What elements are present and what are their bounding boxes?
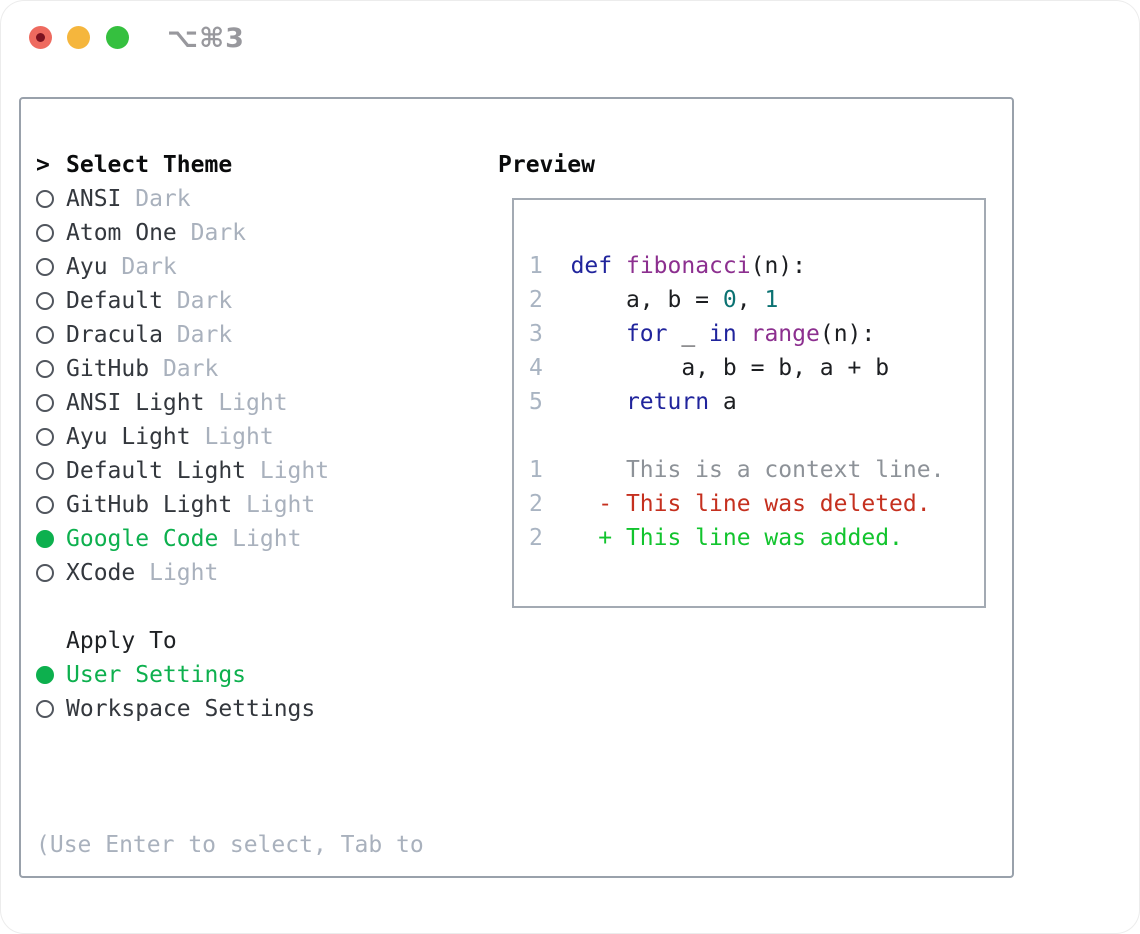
radio-icon: [36, 326, 54, 344]
radio-icon: [36, 292, 54, 310]
code-line: 1 This is a context line.: [529, 457, 945, 483]
apply-to-option[interactable]: User Settings: [36, 658, 496, 692]
record-dot-icon: [36, 33, 45, 42]
theme-option[interactable]: ANSI Light Light: [36, 386, 496, 420]
help-text: (Use Enter to select, Tab to change focu…: [36, 760, 496, 934]
help-line-1: (Use Enter to select, Tab to: [36, 832, 424, 858]
help-line-2: change focus): [36, 930, 496, 934]
line-number: 1: [529, 253, 543, 279]
line-number: 4: [529, 355, 543, 381]
theme-variant: Dark: [176, 220, 247, 246]
radio-icon: [36, 496, 54, 514]
radio-icon: [36, 360, 54, 378]
apply-to-header: Apply To: [36, 624, 496, 658]
theme-variant: Dark: [107, 254, 177, 280]
theme-variant: Dark: [162, 288, 233, 314]
apply-to-label: User Settings: [66, 662, 247, 688]
theme-name: Atom One: [66, 220, 177, 246]
radio-icon: [36, 462, 54, 480]
maximize-button[interactable]: [106, 26, 129, 49]
theme-name: Default Light: [66, 458, 247, 484]
code-line: 4 a, b = b, a + b: [529, 355, 890, 381]
theme-name: Default: [66, 288, 163, 314]
apply-to-label: Workspace Settings: [66, 696, 316, 722]
radio-icon: [36, 258, 54, 276]
spacer: [36, 590, 496, 624]
theme-name: ANSI: [66, 186, 122, 212]
line-number: 2: [529, 525, 543, 551]
code-line: 5 return a: [529, 389, 737, 415]
apply-to-title: Apply To: [66, 628, 177, 654]
radio-icon: [36, 224, 54, 242]
theme-option[interactable]: Atom One Dark: [36, 216, 496, 250]
theme-variant: Light: [218, 526, 302, 552]
theme-list-title: Select Theme: [66, 152, 233, 178]
radio-icon: [36, 190, 54, 208]
line-number: 3: [529, 321, 543, 347]
theme-name: XCode: [66, 560, 136, 586]
theme-option[interactable]: Default Light Light: [36, 454, 496, 488]
spacer: [36, 726, 496, 760]
radio-icon: [36, 564, 54, 582]
theme-variant: Light: [190, 424, 274, 450]
close-button[interactable]: [29, 26, 52, 49]
theme-option[interactable]: Ayu Light Light: [36, 420, 496, 454]
code-line: 2 a, b = 0, 1: [529, 287, 779, 313]
code-line: 2 - This line was deleted.: [529, 491, 931, 517]
radio-selected-icon: [36, 666, 54, 684]
theme-name: GitHub: [66, 356, 150, 382]
cursor-indicator: >: [36, 152, 50, 178]
theme-variant: Dark: [162, 322, 233, 348]
theme-option[interactable]: Dracula Dark: [36, 318, 496, 352]
code-line: 1 def fibonacci(n):: [529, 253, 806, 279]
line-number: 5: [529, 389, 543, 415]
apply-to-option[interactable]: Workspace Settings: [36, 692, 496, 726]
line-number: 2: [529, 491, 543, 517]
theme-name: ANSI Light: [66, 390, 205, 416]
radio-icon: [36, 394, 54, 412]
theme-name: Dracula: [66, 322, 163, 348]
radio-icon: [36, 428, 54, 446]
preview-box: 1 def fibonacci(n): 2 a, b = 0, 1 3 for _ …: [512, 198, 986, 608]
theme-name: GitHub Light: [66, 492, 233, 518]
window-title-shortcut: ⌥⌘3: [167, 23, 245, 54]
theme-variant: Dark: [121, 186, 191, 212]
theme-name: Ayu Light: [66, 424, 191, 450]
theme-variant: Dark: [149, 356, 219, 382]
minimize-button[interactable]: [67, 26, 90, 49]
theme-option[interactable]: GitHub Dark: [36, 352, 496, 386]
theme-option[interactable]: Google Code Light: [36, 522, 496, 556]
radio-selected-icon: [36, 530, 54, 548]
line-number: 2: [529, 287, 543, 313]
theme-option[interactable]: Ayu Dark: [36, 250, 496, 284]
theme-variant: Light: [246, 458, 330, 484]
theme-option[interactable]: XCode Light: [36, 556, 496, 590]
theme-option[interactable]: ANSI Dark: [36, 182, 496, 216]
code-line: 2 + This line was added.: [529, 525, 903, 551]
titlebar: ⌥⌘3: [0, 0, 1140, 76]
radio-icon: [36, 700, 54, 718]
code-preview: 1 def fibonacci(n): 2 a, b = 0, 1 3 for _ …: [529, 249, 984, 555]
code-line: [529, 419, 984, 453]
line-number: 1: [529, 457, 543, 483]
theme-option[interactable]: GitHub Light Light: [36, 488, 496, 522]
preview-title: Preview: [498, 152, 595, 178]
theme-name: Google Code: [66, 526, 219, 552]
theme-variant: Light: [232, 492, 316, 518]
code-line: 3 for _ in range(n):: [529, 321, 876, 347]
theme-list-header: > Select Theme: [36, 148, 496, 182]
theme-variant: Light: [204, 390, 288, 416]
theme-name: Ayu: [66, 254, 108, 280]
theme-option[interactable]: Default Dark: [36, 284, 496, 318]
theme-variant: Light: [135, 560, 219, 586]
